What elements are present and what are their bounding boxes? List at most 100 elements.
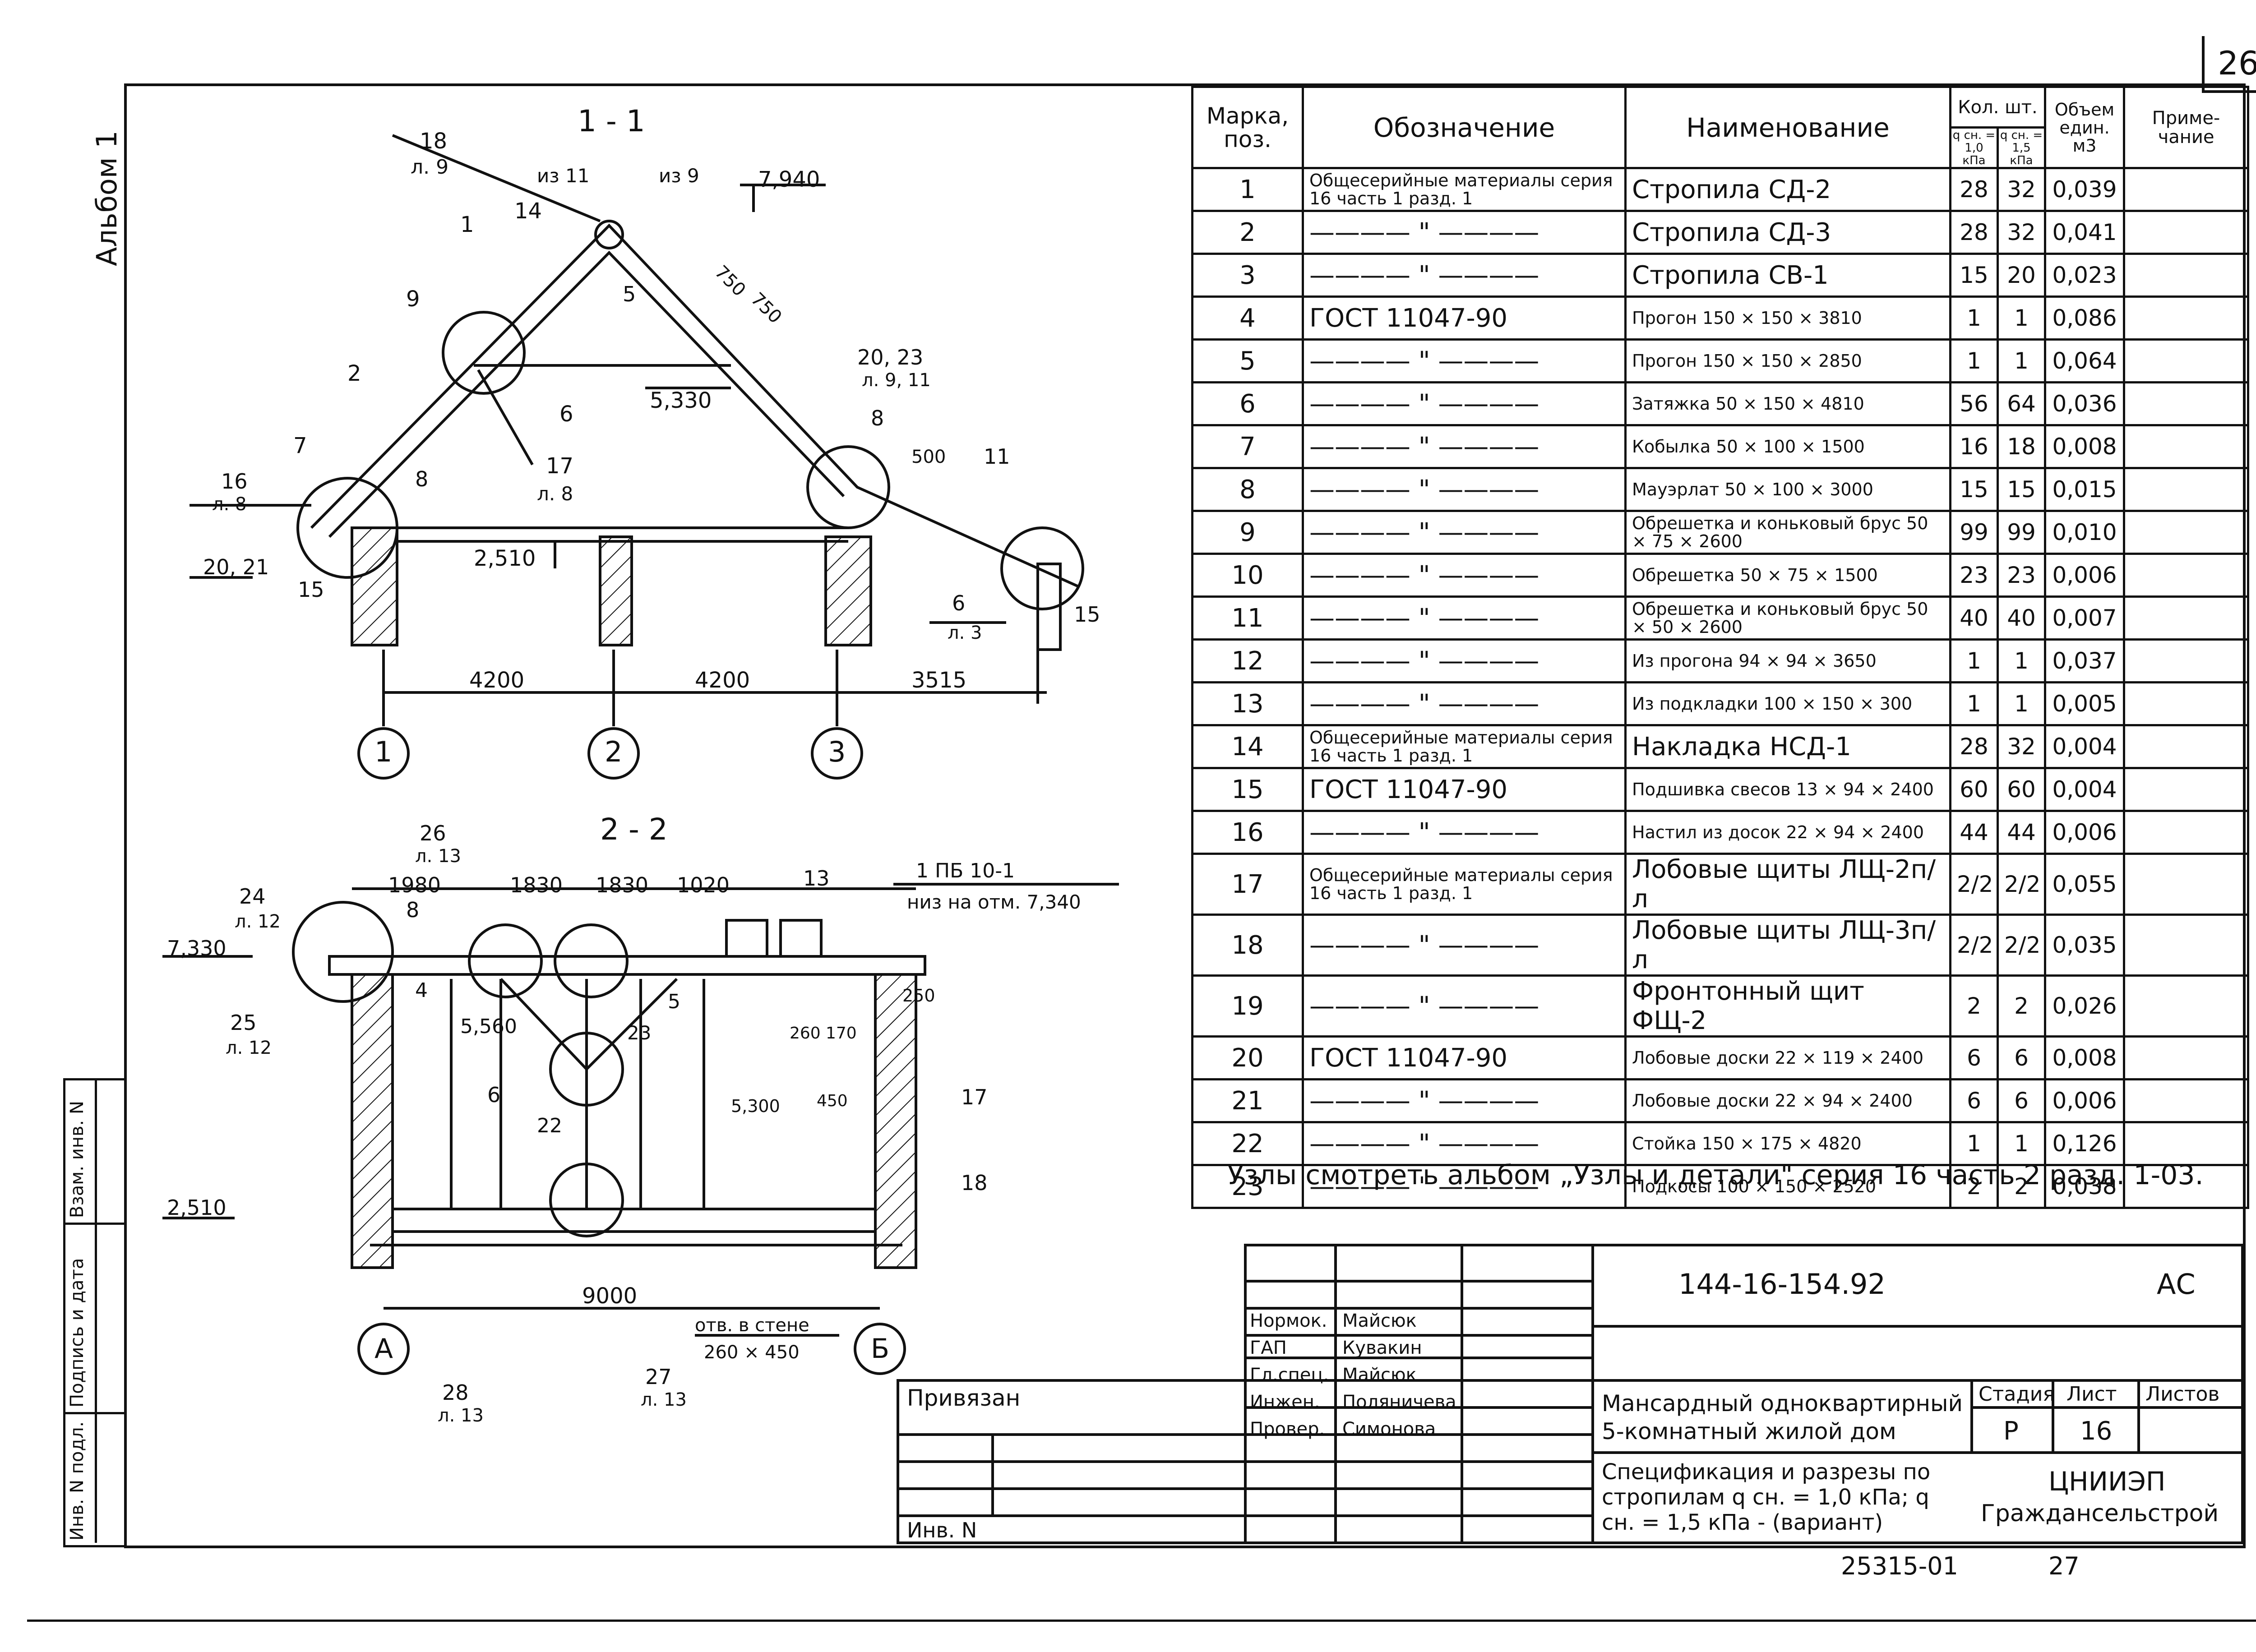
row-qty-b: 20 (1996, 253, 2047, 298)
row-note (2123, 338, 2250, 383)
row-volume: 0,039 (2044, 167, 2126, 212)
row-designation: ———— " ———— (1302, 253, 1627, 298)
s22-mark-17: 17 (961, 1085, 988, 1109)
row-name: Обрешетка и коньковый брус 50 × 75 × 260… (1624, 510, 1951, 555)
row-qty-b: 6 (1996, 1078, 2047, 1123)
row-qty-a: 23 (1949, 553, 1999, 598)
row-designation: ———— " ———— (1302, 974, 1627, 1038)
tb-sheets-label: Листов (2145, 1383, 2220, 1406)
row-qty-a: 2 (1949, 974, 1999, 1038)
row-designation: ———— " ———— (1302, 595, 1627, 641)
row-qty-b: 2/2 (1996, 914, 2047, 977)
row-pos: 20 (1191, 1035, 1304, 1080)
th-volume: Объем един. м3 (2044, 86, 2126, 169)
s11-mark-iz11: из 11 (537, 165, 590, 187)
row-qty-a: 2/2 (1949, 914, 1999, 977)
row-name: Прогон 150 × 150 × 3810 (1624, 295, 1951, 341)
tb-role: ГАП (1250, 1338, 1287, 1358)
tb-mark: АС (2157, 1268, 2196, 1301)
s22-mark-27: 27 (645, 1365, 672, 1389)
s11-mark-l9-11: л. 9, 11 (862, 370, 931, 391)
s11-mark-15r: 15 (1074, 602, 1100, 627)
s11-mark-9: 9 (406, 286, 420, 312)
s22-dim-9000: 9000 (582, 1283, 638, 1309)
th-note: Приме- чание (2123, 86, 2250, 169)
row-pos: 8 (1191, 467, 1304, 512)
s11-mark-l8a: л. 8 (212, 494, 247, 515)
s22-dim-260: 260 (790, 1024, 821, 1043)
table-row: 9———— " ————Обрешетка и коньковый брус 5… (1191, 510, 2250, 555)
row-note (2123, 1035, 2250, 1080)
s22-mark-l13b: л. 13 (438, 1405, 484, 1426)
section-1-1-title: 1 - 1 (578, 104, 645, 138)
row-designation: ———— " ———— (1302, 914, 1627, 977)
row-pos: 9 (1191, 510, 1304, 555)
row-note (2123, 381, 2250, 426)
s11-mark-17: 17 (546, 453, 574, 479)
th-name: Наименование (1624, 86, 1951, 169)
row-pos: 23 (1191, 1164, 1304, 1209)
row-pos: 18 (1191, 914, 1304, 977)
row-designation: ———— " ———— (1302, 681, 1627, 726)
row-designation: ———— " ———— (1302, 210, 1627, 255)
s22-dim-1020: 1020 (677, 873, 730, 897)
row-pos: 22 (1191, 1121, 1304, 1166)
section-2-2-title: 2 - 2 (600, 812, 668, 847)
s11-mark-8r: 8 (871, 406, 884, 430)
title-block-lines (897, 1244, 2244, 1544)
tb-project: Мансардный одноквартирный 5-комнатный жи… (1602, 1390, 1963, 1444)
row-note (2123, 914, 2250, 977)
s22-mark-13: 13 (803, 866, 830, 891)
row-qty-a: 15 (1949, 253, 1999, 298)
row-name: Стропила СВ-1 (1624, 253, 1951, 298)
th-qty-b: q сн. = 1,5 кПа (1996, 126, 2047, 169)
row-qty-a: 60 (1949, 767, 1999, 812)
row-note (2123, 681, 2250, 726)
s22-dim-1980: 1980 (388, 873, 441, 897)
row-qty-b: 1 (1996, 1121, 2047, 1166)
th-qty: Кол. шт. (1949, 86, 2047, 129)
section-2-2-drawing (162, 883, 1119, 1375)
row-pos: 19 (1191, 974, 1304, 1038)
row-qty-a: 1 (1949, 295, 1999, 341)
tb-person: Кувакин (1342, 1338, 1422, 1358)
row-name: Накладка НСД-1 (1624, 724, 1951, 769)
s11-mark-14: 14 (514, 198, 542, 224)
row-qty-a: 1 (1949, 1121, 1999, 1166)
row-qty-b: 32 (1996, 167, 2047, 212)
s22-mark-6: 6 (487, 1083, 501, 1107)
row-qty-b: 2 (1996, 974, 2047, 1038)
row-designation: ———— " ———— (1302, 1121, 1627, 1166)
s22-dim-1830a: 1830 (510, 873, 563, 897)
row-designation: ———— " ———— (1302, 424, 1627, 469)
row-note (2123, 553, 2250, 598)
row-volume: 0,015 (2044, 467, 2126, 512)
tb-bottom-code: 25315-01 (1841, 1552, 1958, 1580)
s22-mark-4: 4 (415, 979, 428, 1002)
row-designation: ГОСТ 11047-90 (1302, 295, 1627, 341)
row-designation: Общесерийные материалы серия 16 часть 1 … (1302, 724, 1627, 769)
row-volume: 0,055 (2044, 853, 2126, 916)
row-note (2123, 253, 2250, 298)
s11-mark-iz9: из 9 (659, 165, 699, 187)
s22-mark-8: 8 (406, 898, 420, 922)
row-name: Обрешетка 50 × 75 × 1500 (1624, 553, 1951, 598)
s11-mark-l3: л. 3 (948, 623, 982, 643)
row-qty-b: 1 (1996, 681, 2047, 726)
row-qty-a: 56 (1949, 381, 1999, 426)
row-designation: ———— " ———— (1302, 638, 1627, 683)
s11-mark-5: 5 (623, 282, 636, 306)
row-volume: 0,006 (2044, 1078, 2126, 1123)
tb-role: Нормок. (1250, 1311, 1327, 1331)
row-name: Стропила СД-3 (1624, 210, 1951, 255)
row-qty-a: 6 (1949, 1078, 1999, 1123)
row-designation: ———— " ———— (1302, 510, 1627, 555)
table-row: 16———— " ————Настил из досок 22 × 94 × 2… (1191, 810, 2250, 855)
